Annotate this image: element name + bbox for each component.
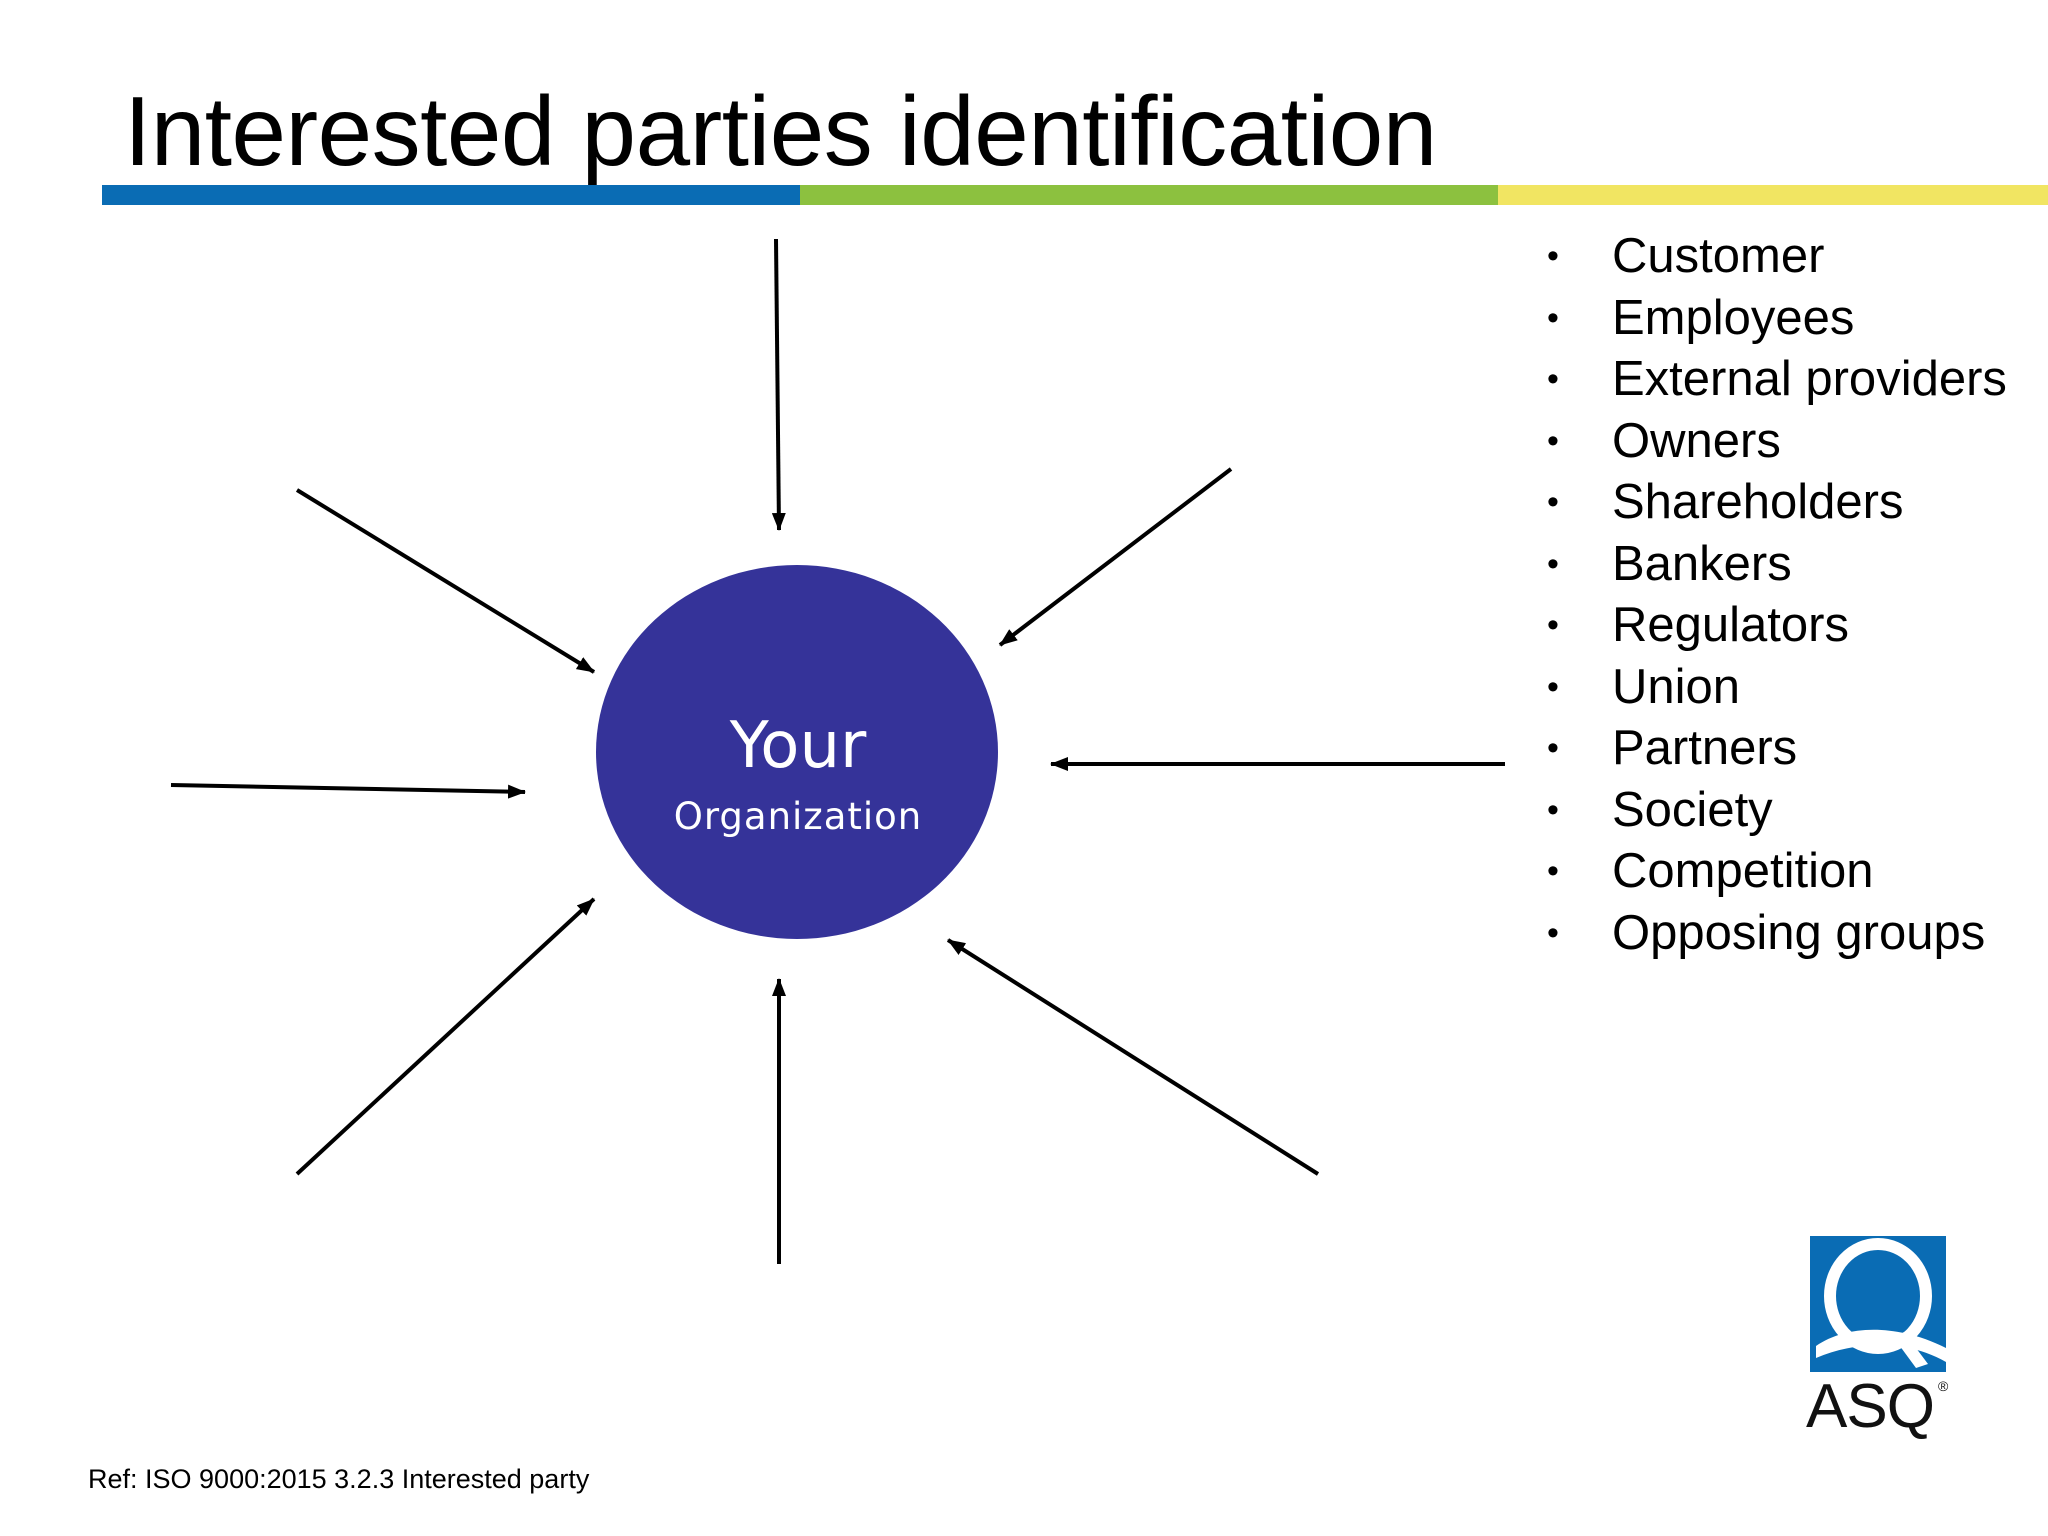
- bullet: •: [1547, 852, 1559, 890]
- bullet: •: [1547, 421, 1559, 460]
- organization-label-your: Your: [729, 709, 867, 783]
- organization-label-organization: Organization: [673, 795, 923, 838]
- bullet: •: [1547, 729, 1559, 767]
- asq-q-icon: [1810, 1236, 1946, 1372]
- arrow-top-right: [998, 467, 1233, 647]
- title-rule-yellow: [1498, 185, 2048, 205]
- list-item: • Society: [1540, 780, 2007, 842]
- title-rule-green: [800, 185, 1498, 205]
- party-label: Opposing groups: [1612, 905, 1986, 960]
- bullet: •: [1547, 606, 1559, 644]
- list-item: • Opposing groups: [1540, 903, 2007, 965]
- party-label: Society: [1612, 782, 1773, 837]
- list-item: • Competition: [1540, 841, 2007, 903]
- organization-circle: [596, 565, 998, 939]
- party-label: External providers: [1612, 352, 2007, 406]
- party-label: Bankers: [1612, 536, 1792, 591]
- list-item: • Shareholders: [1540, 472, 2007, 534]
- slide-title: Interested parties identification: [124, 76, 1437, 186]
- list-item: • Employees: [1540, 288, 2007, 350]
- bullet: •: [1547, 667, 1559, 706]
- arrow-bottom-left: [295, 897, 596, 1176]
- bullet: •: [1547, 913, 1559, 952]
- list-item: • Partners: [1540, 718, 2007, 780]
- interested-parties-list: • Customer • Employees • External providers…: [1540, 226, 2007, 964]
- list-item: • Owners: [1540, 411, 2007, 473]
- list-item: • Customer: [1540, 226, 2007, 288]
- registered-mark: ®: [1938, 1378, 1949, 1394]
- list-item: • Bankers: [1540, 534, 2007, 596]
- bullet: •: [1547, 544, 1559, 583]
- asq-logo-text: ASQ: [1806, 1372, 1935, 1441]
- party-label: Shareholders: [1612, 475, 1904, 529]
- party-label: Owners: [1612, 413, 1781, 468]
- party-label: Customer: [1612, 229, 1825, 283]
- arrow-top-left: [295, 488, 596, 674]
- bullet: •: [1547, 237, 1559, 275]
- bullet: •: [1547, 360, 1559, 398]
- arrow-top: [771, 238, 786, 531]
- bullet: •: [1547, 298, 1559, 337]
- list-item: • External providers: [1540, 349, 2007, 411]
- title-rule-blue: [102, 185, 800, 205]
- party-label: Regulators: [1612, 598, 1849, 652]
- bullet: •: [1547, 790, 1559, 829]
- party-label: Partners: [1612, 721, 1798, 775]
- bullet: •: [1547, 483, 1559, 521]
- party-label: Employees: [1612, 290, 1855, 345]
- list-item: • Regulators: [1540, 595, 2007, 657]
- list-item: • Union: [1540, 657, 2007, 719]
- arrow-left: [170, 783, 526, 799]
- party-label: Competition: [1612, 844, 1874, 898]
- party-label: Union: [1612, 659, 1741, 714]
- reference-note: Ref: ISO 9000:2015 3.2.3 Interested part…: [88, 1464, 590, 1494]
- arrow-bottom-right: [946, 938, 1320, 1176]
